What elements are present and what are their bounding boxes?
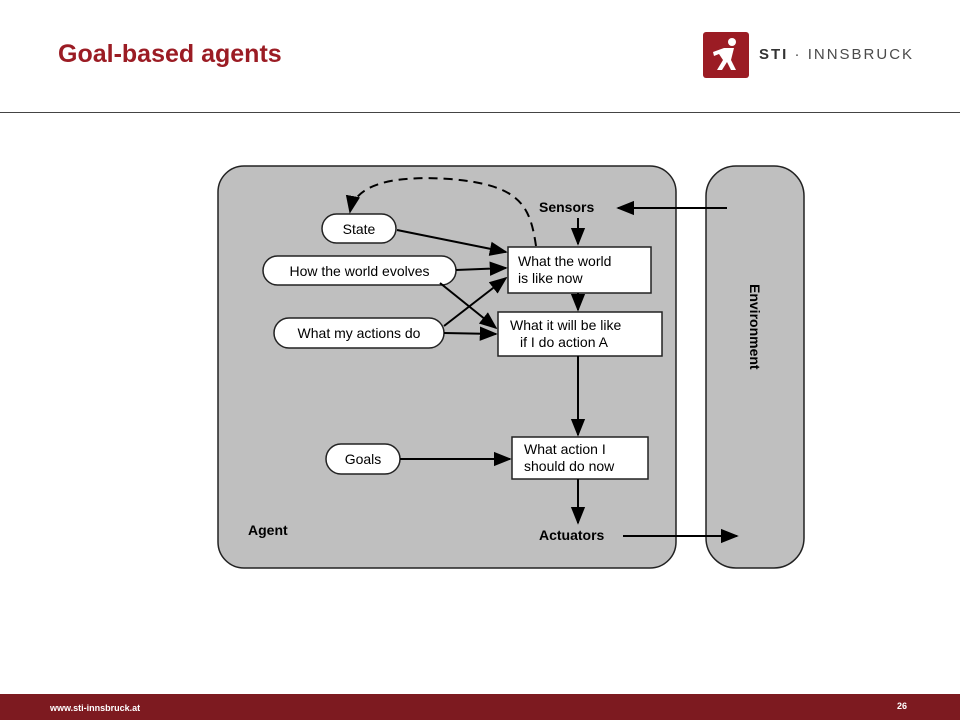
actions-to-world-now-arrow — [443, 276, 508, 327]
state-to-world-now-arrow — [396, 229, 508, 256]
evolves-to-world-now-arrow — [455, 261, 508, 276]
evolves-to-will-be-arrow — [439, 282, 498, 330]
logo-suffix: INNSBRUCK — [807, 46, 915, 63]
agent-panel — [217, 165, 677, 569]
action-line2: should do now — [524, 458, 615, 474]
sti-logo-mark — [703, 32, 749, 78]
will-be-line1: What it will be like — [510, 317, 621, 333]
action-line1: What action I — [524, 441, 606, 457]
header-divider — [0, 112, 960, 113]
state-label: State — [343, 221, 376, 237]
action-box — [511, 436, 649, 480]
slide-title: Goal-based agents — [58, 40, 282, 68]
goals-label: Goals — [345, 451, 382, 467]
goal-based-agent-diagram: Environment Agent Sensors Actuators Stat… — [217, 165, 805, 569]
world-evolves-label: How the world evolves — [289, 263, 429, 279]
agent-label: Agent — [248, 522, 288, 538]
page-number: 26 — [897, 701, 908, 711]
logo-separator: · — [788, 46, 808, 63]
world-now-line2: is like now — [518, 270, 583, 286]
world-evolves-node — [262, 255, 457, 286]
state-node — [321, 213, 397, 244]
footer-url[interactable]: www.sti-innsbruck.at — [50, 703, 141, 713]
world-now-to-state-dashed-arrow — [345, 177, 537, 247]
my-actions-label: What my actions do — [298, 325, 421, 341]
will-be-box — [497, 311, 663, 357]
will-be-line2: if I do action A — [520, 334, 609, 350]
logo-name: STI — [759, 46, 789, 63]
footer-bar: www.sti-innsbruck.at 26 — [0, 694, 960, 720]
actions-to-will-be-arrow — [443, 326, 498, 341]
world-now-line1: What the world — [518, 253, 611, 269]
actuators-label: Actuators — [539, 527, 605, 543]
world-now-box — [507, 246, 652, 294]
person-icon — [713, 38, 736, 70]
sensors-label: Sensors — [539, 199, 594, 215]
sti-logo: STI · INNSBRUCK — [703, 32, 912, 78]
sti-logo-text: STI · INNSBRUCK — [759, 46, 914, 63]
environment-panel — [705, 165, 805, 569]
environment-label: Environment — [747, 284, 763, 370]
